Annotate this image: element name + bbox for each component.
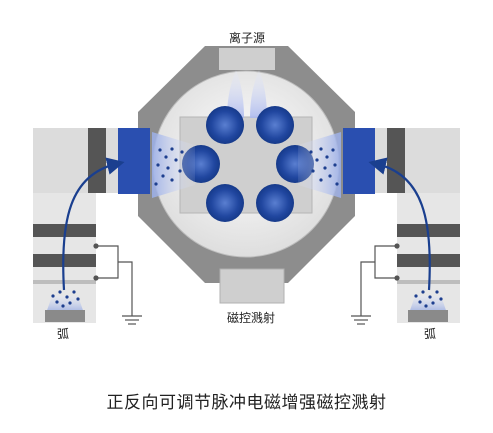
plasma-particles-right: [309, 147, 339, 186]
right-arc-target: [408, 310, 448, 322]
right-wiring: [360, 243, 400, 316]
right-ground-icon: [351, 315, 371, 325]
left-ground-icon: [122, 315, 142, 325]
label-ion-source: 离子源: [229, 30, 265, 45]
ion-plume-right: [250, 70, 267, 118]
right-stripe-2: [397, 254, 460, 267]
right-magnet-housing: [373, 128, 460, 193]
ion-plume-left: [227, 70, 244, 118]
right-cathode: [343, 128, 375, 194]
target-top-left: [206, 106, 244, 144]
right-arc-assembly: [343, 128, 460, 323]
ion-source-port: [219, 48, 275, 70]
right-dark-band: [387, 128, 405, 193]
diagram-caption: 正反向可调节脉冲电磁增强磁控溅射: [106, 393, 387, 413]
left-stripe-2: [33, 254, 96, 267]
left-dark-band: [88, 128, 106, 193]
target-bottom-right: [256, 184, 294, 222]
right-arc-particles: [414, 290, 443, 308]
ion-source: [219, 48, 275, 118]
label-arc-left: 弧: [57, 327, 69, 341]
left-magnet-housing: [33, 128, 120, 193]
left-arc-path-arrow: [62, 157, 125, 291]
left-arc-assembly: [33, 128, 150, 323]
target-top-right: [256, 106, 294, 144]
left-arc-target: [45, 310, 85, 322]
left-arc-particles: [51, 290, 80, 308]
left-cathode: [118, 128, 150, 194]
label-arc-right: 弧: [424, 327, 436, 341]
plasma-particles-left: [154, 147, 184, 186]
left-wiring: [93, 243, 133, 316]
target-bottom-left: [206, 184, 244, 222]
plasma-plume-left: [152, 132, 195, 198]
rotating-targets: [182, 106, 314, 222]
right-arc-path-arrow: [368, 157, 431, 291]
plasma-plume-right: [298, 132, 341, 198]
label-magnetron-sputtering: 磁控溅射: [227, 310, 275, 325]
magnetron-port: [219, 268, 285, 304]
